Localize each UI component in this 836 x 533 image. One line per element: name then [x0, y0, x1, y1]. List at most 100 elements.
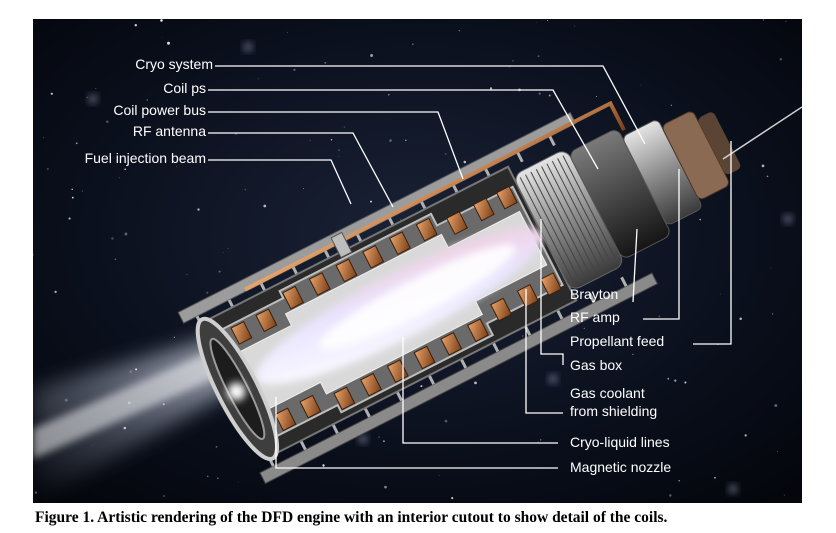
label-gas-box: Gas box [570, 357, 622, 373]
star [384, 486, 387, 489]
star [540, 439, 541, 440]
star [174, 337, 175, 338]
star [163, 495, 165, 497]
star [263, 205, 266, 208]
star [584, 328, 585, 329]
label-rf-antenna: RF antenna [133, 123, 206, 139]
label-gas-coolant: Gas coolant [570, 385, 645, 401]
star [439, 475, 440, 476]
star [674, 379, 676, 381]
label-cryo-system: Cryo system [135, 56, 213, 72]
star [238, 482, 239, 483]
star [420, 385, 422, 387]
star [451, 497, 453, 499]
star [445, 153, 446, 154]
label-propellant-feed: Propellant feed [570, 333, 664, 349]
star [574, 26, 575, 27]
star [47, 168, 49, 170]
star [739, 317, 742, 320]
star [762, 165, 765, 168]
star [72, 197, 74, 199]
star [71, 189, 72, 190]
star [167, 42, 170, 45]
star [258, 78, 259, 79]
star [87, 97, 88, 98]
bright-star [244, 43, 252, 51]
star [147, 99, 148, 100]
star [714, 477, 716, 479]
star [43, 137, 44, 138]
star [596, 96, 597, 97]
star [777, 451, 778, 452]
star [547, 20, 548, 21]
star [720, 294, 721, 295]
star [228, 248, 229, 249]
star [111, 237, 113, 239]
star [82, 191, 83, 192]
star [684, 382, 686, 384]
star [68, 217, 70, 219]
star [197, 208, 199, 210]
star [771, 268, 772, 269]
label-coil-power-bus: Coil power bus [113, 102, 206, 118]
figure-caption: Figure 1. Artistic rendering of the DFD … [35, 509, 667, 527]
star [378, 436, 380, 438]
label-coil-ps: Coil ps [163, 80, 206, 96]
star [405, 140, 407, 142]
star [206, 292, 208, 294]
star [512, 60, 514, 62]
star [658, 315, 660, 317]
star [324, 62, 326, 64]
star [259, 502, 260, 503]
star [474, 382, 477, 385]
star [383, 440, 385, 442]
star [162, 37, 163, 38]
star [219, 271, 221, 273]
star [388, 94, 390, 96]
star [509, 67, 510, 68]
star [322, 464, 324, 466]
star [293, 69, 295, 71]
label-fuel-injection-beam: Fuel injection beam [85, 150, 206, 166]
star [135, 24, 137, 26]
star [640, 85, 641, 86]
engine-figure: Cryo system Coil ps Coil power bus RF an… [33, 19, 802, 503]
star [772, 313, 773, 314]
star [445, 420, 448, 423]
star [370, 201, 372, 203]
star [54, 291, 56, 293]
star [331, 139, 332, 140]
star [699, 219, 701, 221]
star [245, 189, 246, 190]
star [785, 21, 786, 22]
label-brayton: Brayton [570, 286, 618, 302]
label-from-shielding: from shielding [570, 403, 657, 419]
star [339, 156, 340, 157]
star [51, 93, 53, 95]
bright-star [549, 375, 557, 383]
star [119, 177, 120, 178]
star [667, 378, 669, 380]
star [287, 32, 288, 33]
star [464, 161, 467, 164]
star [767, 175, 769, 177]
star [400, 219, 401, 220]
star [490, 87, 492, 89]
star [678, 480, 680, 482]
star [76, 142, 78, 144]
star [774, 404, 777, 407]
star [223, 252, 224, 253]
star [538, 55, 540, 57]
star [522, 335, 523, 336]
label-rf-amp: RF amp [570, 309, 620, 325]
star [412, 44, 413, 45]
star [549, 95, 551, 97]
label-cryo-liquid-lines: Cryo-liquid lines [570, 434, 670, 450]
star [784, 494, 785, 495]
star [671, 105, 672, 106]
star [310, 140, 311, 141]
star [763, 19, 764, 20]
star [745, 434, 747, 436]
star [389, 139, 391, 141]
star [124, 233, 127, 236]
